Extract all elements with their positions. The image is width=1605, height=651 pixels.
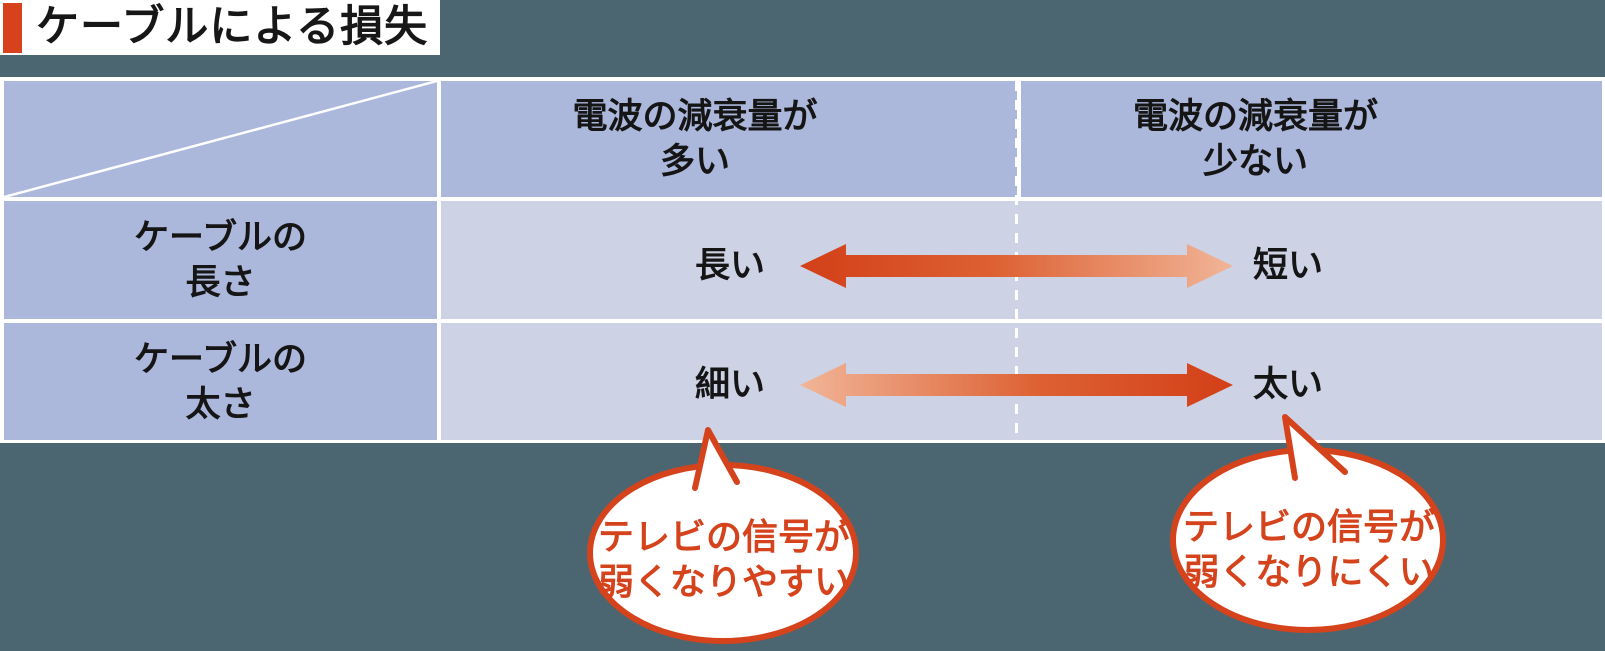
speech-bubble-left: [587, 427, 859, 644]
callout-line: テレビの信号が: [1182, 506, 1435, 547]
column-header-attenuation-low: 電波の減衰量が 少ない: [1021, 81, 1602, 197]
diagonal-line: [4, 81, 437, 197]
callout-signal-weakens-easily: テレビの信号が 弱くなりやすい: [593, 514, 855, 604]
gradient-arrow-length-icon: [800, 244, 1233, 288]
column-header-line: 少ない: [1202, 142, 1308, 181]
table-corner-cell: [4, 81, 437, 197]
value-thin: 細い: [694, 365, 765, 404]
value-long: 長い: [694, 246, 765, 285]
row-label-cable-thickness: ケーブルの 太さ: [4, 323, 437, 440]
page-title: ケーブルによる損失: [36, 3, 429, 51]
speech-bubble-right: [1170, 414, 1446, 633]
row-label-line: 長さ: [185, 263, 256, 302]
callout-line: 弱くなりにくい: [1183, 551, 1435, 592]
row-label-line: 太さ: [185, 384, 256, 424]
value-thick: 太い: [1253, 365, 1324, 404]
column-header-attenuation-high: 電波の減衰量が 多い: [441, 81, 1017, 197]
callout-line: 弱くなりやすい: [597, 561, 850, 602]
callout-signal-weakens-hardly: テレビの信号が 弱くなりにくい: [1178, 504, 1440, 594]
column-header-line: 電波の減衰量が: [572, 97, 818, 136]
title-accent-bar: [3, 3, 22, 53]
row-label-line: ケーブルの: [134, 218, 307, 257]
column-header-line: 電波の減衰量が: [1132, 97, 1378, 136]
title-background: [0, 0, 440, 55]
value-short: 短い: [1253, 246, 1324, 285]
bubble-tail: [1282, 414, 1348, 481]
gradient-arrow-thickness-icon: [800, 363, 1233, 407]
row-label-line: ケーブルの: [134, 339, 307, 379]
callout-line: テレビの信号が: [597, 516, 850, 557]
row-label-cable-length: ケーブルの 長さ: [4, 201, 437, 319]
column-header-line: 多い: [659, 142, 730, 181]
bubble-tail: [692, 427, 740, 491]
